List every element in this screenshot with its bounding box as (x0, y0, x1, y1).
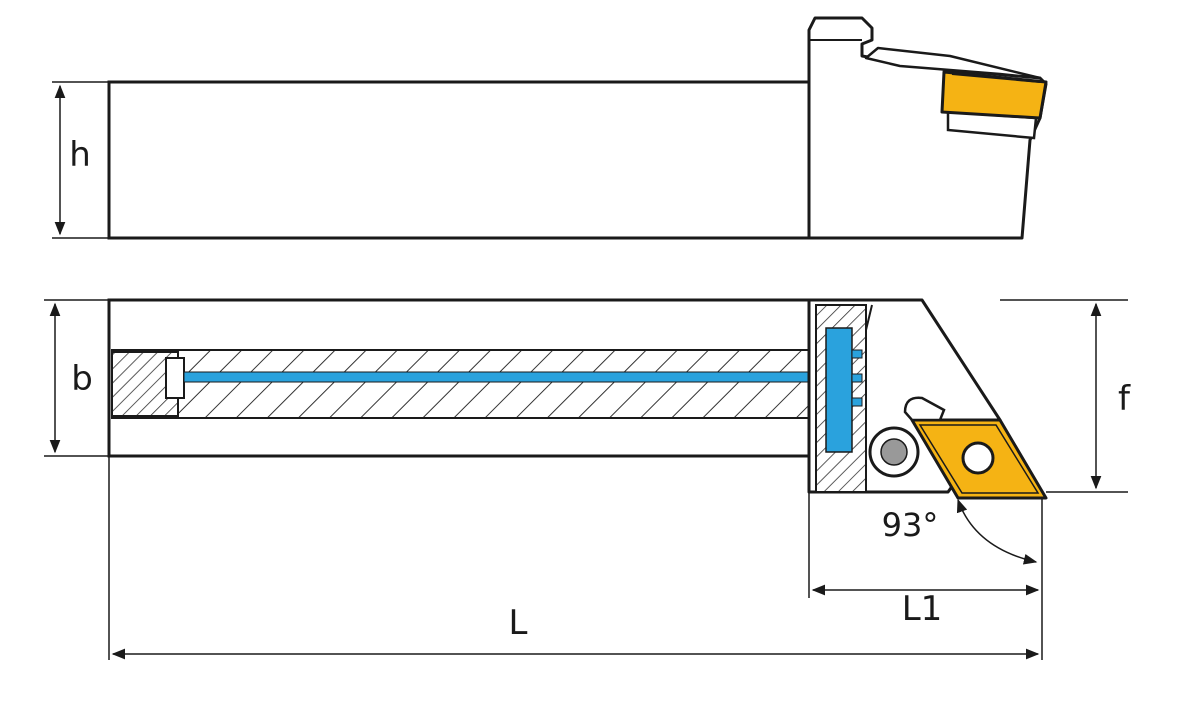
label-b: b (71, 359, 93, 399)
top-view: b f L1 L 93° (44, 298, 1131, 660)
coolant-head (825, 327, 853, 453)
side-view: h (52, 16, 1048, 240)
insert-hole (961, 441, 995, 475)
label-f: f (1118, 379, 1131, 419)
coolant-channel (183, 371, 810, 383)
label-h: h (69, 135, 91, 175)
label-l1: L1 (902, 589, 943, 629)
shank-side (107, 80, 811, 240)
clamp-side (864, 46, 1042, 80)
label-angle: 93° (882, 506, 939, 544)
angle-arc (956, 498, 1038, 565)
section-hatch (111, 349, 810, 419)
label-l: L (509, 603, 528, 643)
